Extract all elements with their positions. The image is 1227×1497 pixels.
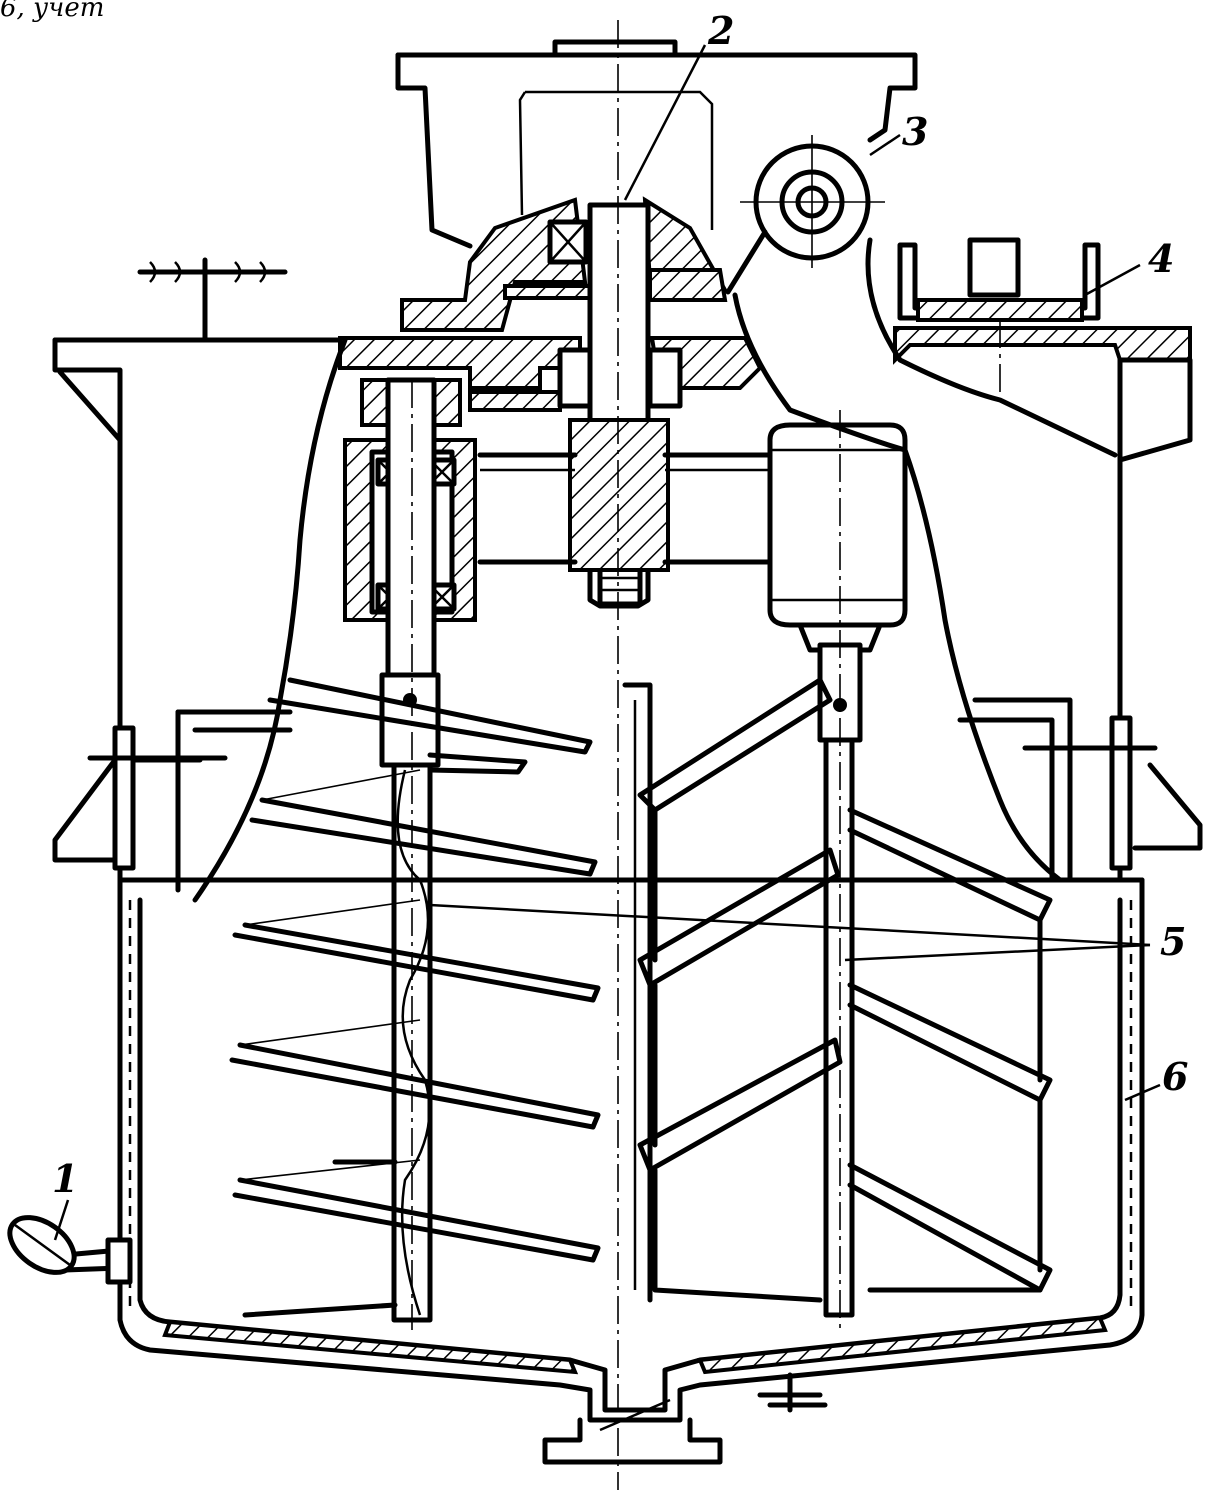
callout-5: 5: [1160, 919, 1186, 964]
tension-roller: [725, 135, 885, 295]
callout-1: 1: [52, 1156, 78, 1201]
bottom-outlet-flange: [542, 1372, 828, 1465]
callout-3: 3: [902, 109, 928, 154]
callout-leaders: [53, 44, 1161, 1241]
central-bearing-block: [400, 196, 729, 332]
helical-screw-blade: [229, 677, 601, 1318]
sampling-valve: [7, 1215, 133, 1285]
inclined-paddle-blades: [622, 677, 1053, 1303]
rotating-carrier: [477, 418, 773, 572]
right-satellite-housing: [767, 422, 908, 653]
callout-6: 6: [1162, 1054, 1188, 1099]
cropped-caption-fragment: 6, учет: [0, 0, 104, 23]
callout-2: 2: [707, 8, 734, 53]
loading-hatch: [897, 237, 1101, 322]
drive-housing: [395, 39, 918, 249]
cutaway-boundary: [192, 237, 1118, 903]
vessel-shell-with-jacket: [117, 877, 1145, 1423]
upper-vessel-collar: [52, 257, 1203, 893]
callout-4: 4: [1148, 236, 1174, 281]
